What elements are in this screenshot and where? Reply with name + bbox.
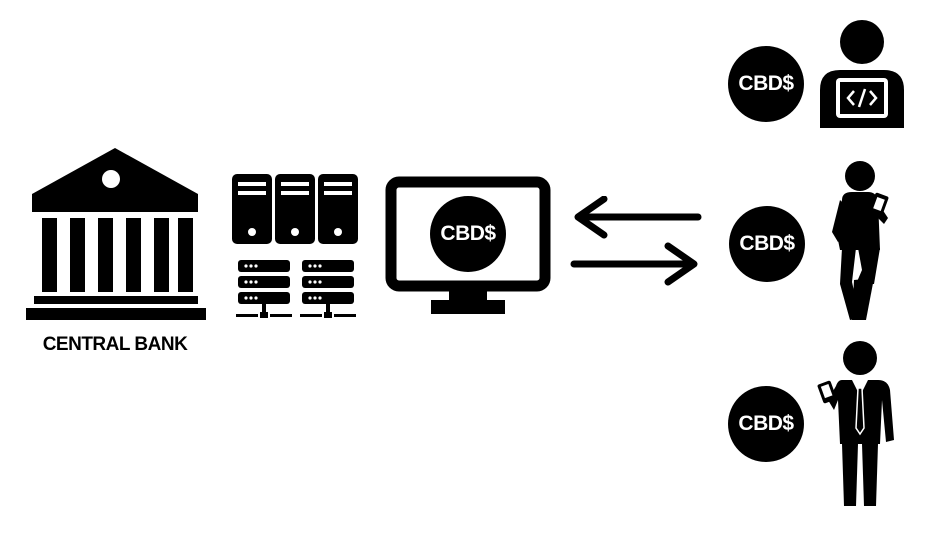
user-1-cbd-coin: CBD$ bbox=[728, 46, 804, 122]
monitor-cbd-coin: CBD$ bbox=[430, 196, 506, 272]
central-bank-label: CENTRAL BANK bbox=[42, 334, 188, 355]
monitor-icon bbox=[385, 176, 551, 316]
person-phone-icon bbox=[826, 160, 898, 324]
exchange-arrows-icon bbox=[570, 196, 702, 290]
bank-building-icon bbox=[22, 146, 208, 322]
businessman-phone-icon bbox=[816, 340, 900, 510]
user-2-cbd-coin: CBD$ bbox=[729, 206, 805, 282]
server-rack-icon bbox=[230, 172, 360, 324]
user-3-cbd-coin: CBD$ bbox=[728, 386, 804, 462]
developer-laptop-icon bbox=[816, 18, 908, 130]
